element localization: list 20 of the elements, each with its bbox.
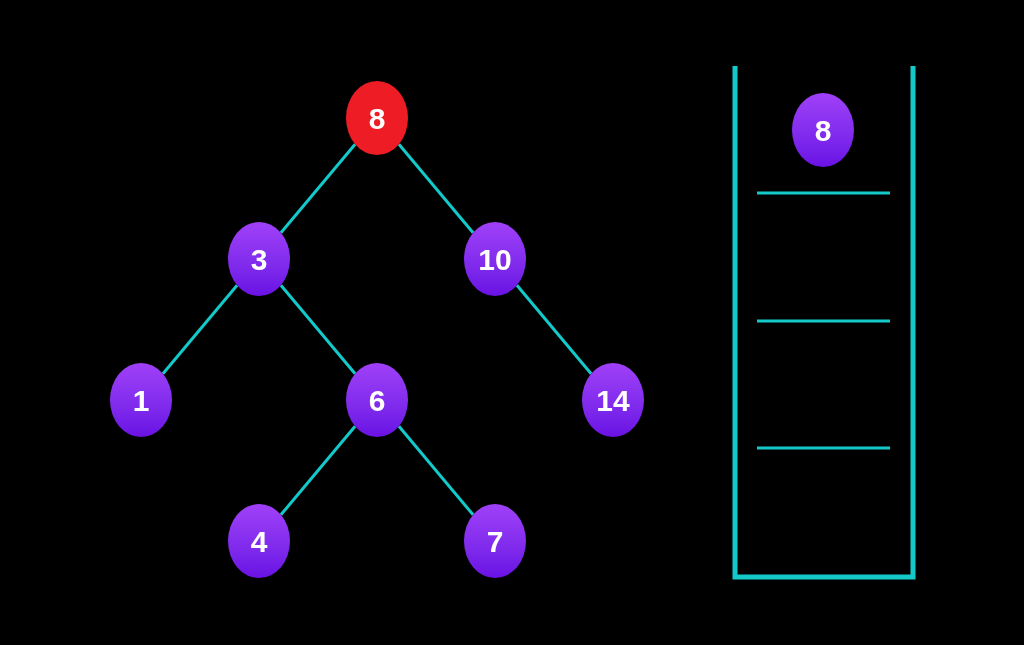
tree-edge — [279, 284, 357, 375]
tree-node — [228, 222, 290, 296]
node-value: 1 — [132, 382, 150, 419]
node-value: 8 — [814, 112, 832, 149]
node-value: 10 — [478, 241, 512, 278]
node-value: 7 — [486, 523, 504, 560]
node-value: 6 — [368, 382, 386, 419]
node-value: 8 — [368, 100, 386, 137]
tree-edge — [397, 425, 475, 516]
tree-node — [464, 222, 526, 296]
tree-node — [346, 81, 408, 155]
tree-edge — [397, 143, 475, 234]
tree-edge — [515, 284, 593, 375]
node-value: 14 — [596, 382, 630, 419]
tree-node — [346, 363, 408, 437]
tree-edge — [279, 143, 357, 234]
node-value: 4 — [250, 523, 268, 560]
tree-edge — [161, 284, 239, 375]
tree-edge — [279, 425, 357, 516]
node-value: 3 — [250, 241, 268, 278]
